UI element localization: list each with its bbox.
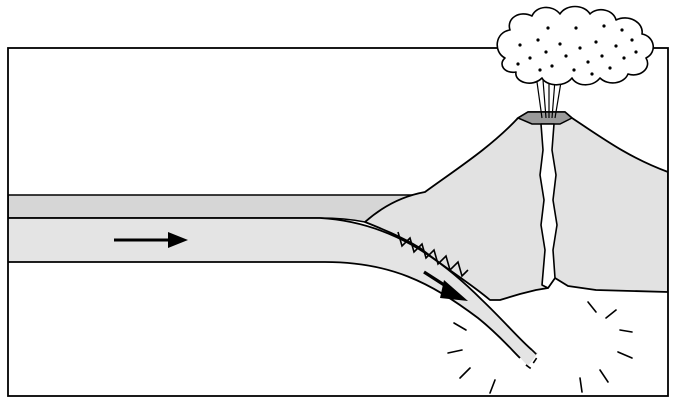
oceanic-plate-bottom-edge xyxy=(8,261,521,359)
subduction-arrow-icon xyxy=(423,270,468,301)
magma-melt-zone-icon xyxy=(447,301,633,394)
ash-cloud-icon xyxy=(496,5,654,86)
oceanic-plate-top-edge xyxy=(8,217,533,351)
volcano xyxy=(364,111,668,301)
friction-zigzag xyxy=(397,231,469,278)
magma-conduit xyxy=(539,123,558,289)
frame-border xyxy=(7,47,669,397)
plate-motion-arrow-icon xyxy=(114,232,188,248)
volcano-crater xyxy=(516,111,574,125)
ash-particles xyxy=(516,24,638,76)
oceanic-plate xyxy=(8,218,538,366)
eruption-column xyxy=(536,78,562,119)
slab-end-dashed xyxy=(521,349,540,370)
